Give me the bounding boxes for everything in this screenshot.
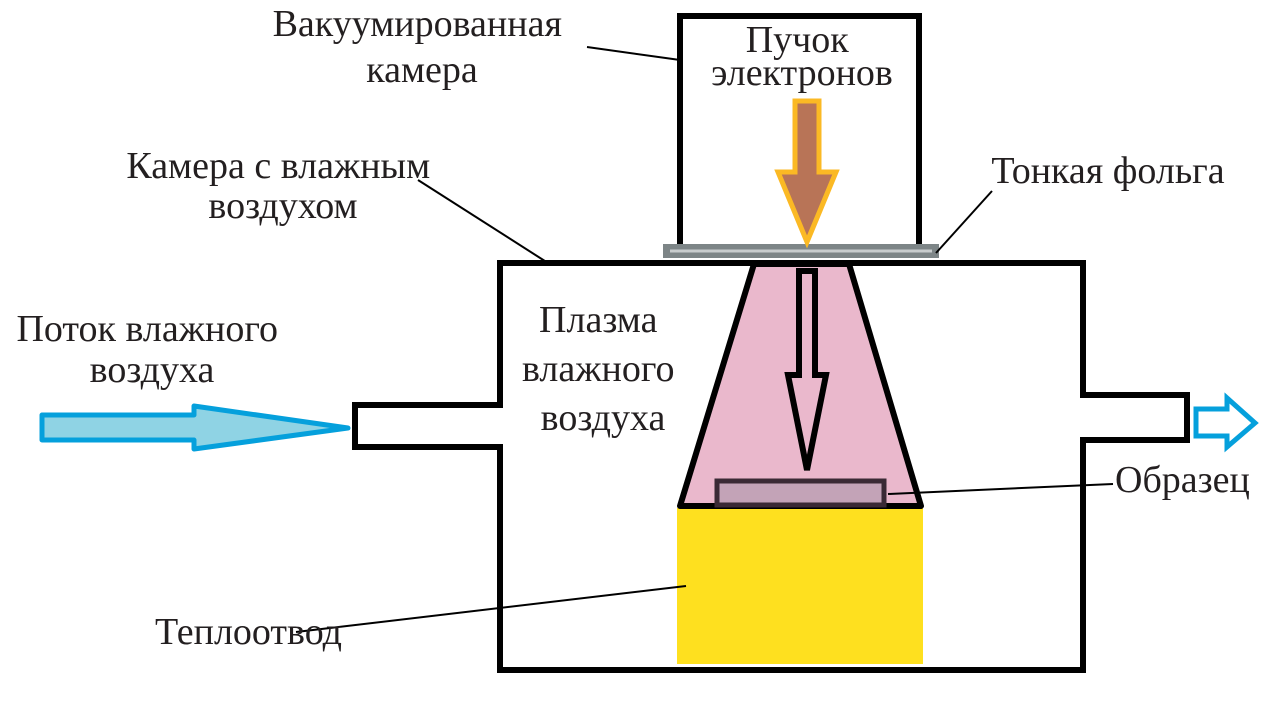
electron-beam-arrow-icon (774, 98, 840, 249)
leader-sample (887, 483, 1114, 495)
air-inflow-arrow-icon (39, 403, 351, 452)
label-plasma: Плазма влажного воздуха (522, 299, 684, 439)
leader-vacuum-chamber (586, 46, 681, 61)
label-vacuum-chamber: Вакуумированная камера (273, 3, 572, 91)
leader-heat-sink (295, 585, 687, 633)
heat-sink (677, 508, 923, 664)
beam-direction-arrow (784, 268, 830, 471)
leader-humid-chamber (417, 179, 549, 264)
plasma-cone (677, 261, 924, 509)
label-sample: Образец (1115, 459, 1250, 501)
label-heat-sink: Теплоотвод (155, 611, 342, 653)
label-thin-foil: Тонкая фольга (991, 150, 1224, 192)
label-electron-beam: Пучок электронов (711, 19, 893, 94)
air-outflow-arrow-icon (1193, 392, 1259, 453)
label-humid-chamber: Камера с влажным воздухом (126, 145, 439, 227)
leader-thin-foil (935, 190, 993, 254)
sample (714, 478, 887, 508)
label-air-flow: Поток влажного воздуха (16, 308, 287, 391)
